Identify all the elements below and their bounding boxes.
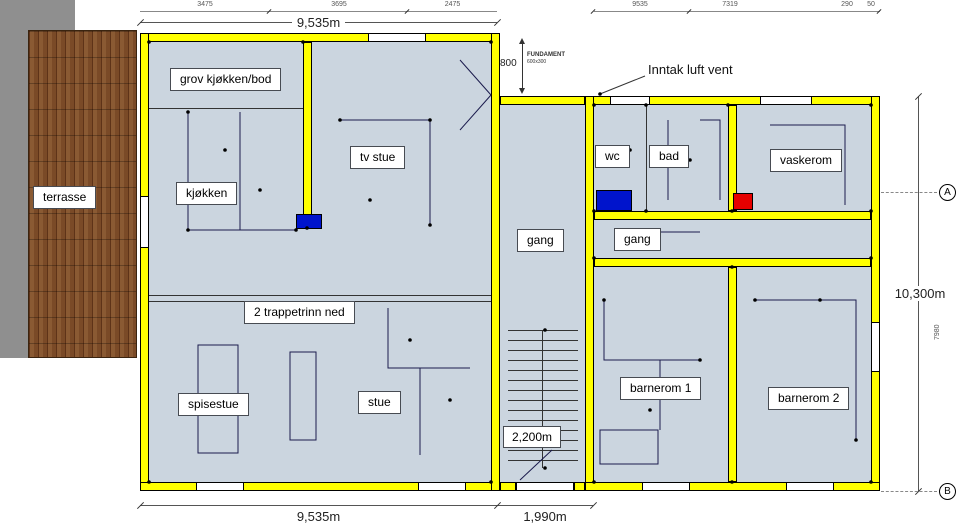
dim-right-small: 7980 <box>934 324 941 340</box>
door-entrance <box>516 482 574 491</box>
marker-a-line <box>881 192 937 193</box>
room-label-wc[interactable]: wc <box>595 145 630 169</box>
wall-interior-gang-south <box>594 258 871 267</box>
step-edge-line-1 <box>149 295 491 296</box>
wall-right-west <box>585 96 594 491</box>
dim-top-right-2: 7319 <box>722 1 738 8</box>
wall-left-east <box>491 33 500 491</box>
window-south-spisestue <box>196 482 244 491</box>
dim-right-main: 10,300m <box>885 286 955 301</box>
axis-marker-b: B <box>939 483 956 500</box>
arrow-down-icon <box>519 88 525 94</box>
dim-line-800 <box>522 42 523 90</box>
arrow-up-icon <box>519 38 525 44</box>
dim-bottom-mid: 1,990m <box>497 509 593 524</box>
partition-bod-kitchen <box>149 108 303 109</box>
dim-stair-width: 2,200m <box>503 426 562 448</box>
dim-bottom-main: 9,535m <box>140 509 497 524</box>
wall-corridor-south-east-stub <box>574 482 585 491</box>
window-south-barnerom1 <box>642 482 690 491</box>
room-label-grov-kjokken-bod[interactable]: grov kjøkken/bod <box>170 68 282 92</box>
wall-corridor-south-west-stub <box>500 482 516 491</box>
dim-top-small-3: 2475 <box>444 1 461 8</box>
dim-tick <box>876 9 882 14</box>
wall-interior-kitchen-tvstue <box>303 42 312 228</box>
dim-top-right-4: 50 <box>867 1 875 8</box>
dim-top-right-1: 9535 <box>632 1 648 8</box>
window-south-stue <box>418 482 466 491</box>
window-south-barnerom2 <box>786 482 834 491</box>
door-terrace <box>140 196 149 248</box>
room-label-tv-stue[interactable]: tv stue <box>350 146 406 170</box>
room-label-vaskerom[interactable]: vaskerom <box>770 149 843 173</box>
dim-line-bottom-main <box>140 505 497 506</box>
room-label-stue[interactable]: stue <box>358 391 401 415</box>
wall-interior-gang-north <box>594 211 871 220</box>
room-label-gang-right[interactable]: gang <box>614 228 661 252</box>
room-label-barnerom-2[interactable]: barnerom 2 <box>768 387 850 411</box>
marker-b-line <box>881 491 937 492</box>
dim-line-top-small <box>140 11 497 12</box>
wall-left-west <box>140 33 149 491</box>
dim-tick <box>589 501 598 510</box>
room-label-gang-mid[interactable]: gang <box>517 229 564 253</box>
room-label-barnerom-1[interactable]: barnerom 1 <box>620 377 702 401</box>
window-north-vaskerom <box>760 96 812 105</box>
wall-left-north <box>140 33 500 42</box>
dim-line-top-right <box>594 11 880 12</box>
foundation-note: FUNDAMENT 600x300 <box>527 52 565 65</box>
window-north-tvstue <box>368 33 426 42</box>
window-north-wc <box>610 96 650 105</box>
foundation-title: FUNDAMENT <box>527 52 565 58</box>
vent-annotation: Inntak luft vent <box>648 62 733 77</box>
dim-800: 800 <box>500 58 517 69</box>
dim-top-small-1: 3475 <box>197 1 213 8</box>
room-label-spisestue[interactable]: spisestue <box>178 393 249 417</box>
foundation-size: 600x300 <box>527 59 547 66</box>
wall-corridor-north <box>500 96 585 105</box>
wall-right-east <box>871 96 880 491</box>
window-east-barnerom2 <box>871 322 880 372</box>
dim-top-small-2: 3695 <box>331 1 347 8</box>
wall-interior-barnerom <box>728 267 737 482</box>
window-chrome-left <box>0 30 28 358</box>
fixture-blue-wc <box>596 190 632 211</box>
room-label-kjokken[interactable]: kjøkken <box>176 182 238 206</box>
partition-wc-bad <box>646 105 647 211</box>
dim-top-main: 9,535m <box>140 15 497 30</box>
dim-top-right-3: 290 <box>841 1 853 8</box>
window-chrome-top <box>0 0 75 30</box>
axis-marker-a: A <box>939 184 956 201</box>
dim-line-bottom-mid <box>497 505 593 506</box>
fixture-blue-kitchen <box>296 214 322 229</box>
room-label-bad[interactable]: bad <box>649 145 690 169</box>
room-label-trappetrinn[interactable]: 2 trappetrinn ned <box>244 301 355 325</box>
room-label-terrasse[interactable]: terrasse <box>33 186 97 210</box>
fixture-red-bad <box>733 193 753 210</box>
wall-right-south <box>585 482 880 491</box>
